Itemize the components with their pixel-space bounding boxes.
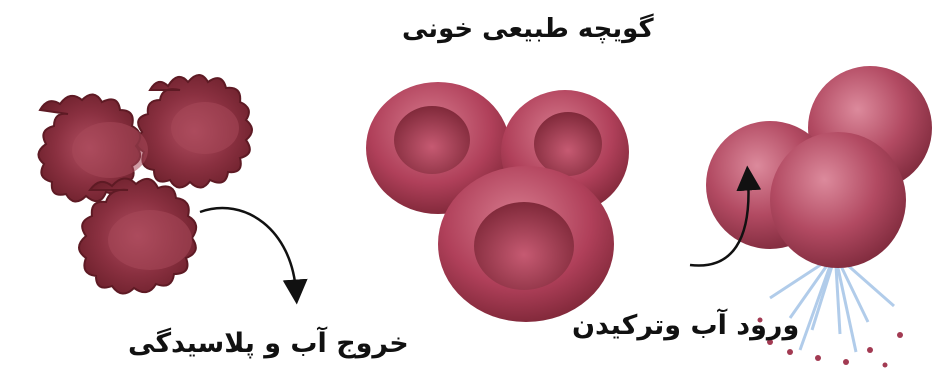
shrunken-cell-center bbox=[171, 102, 239, 154]
water-out-label: خروج آب و پلاسیدگی bbox=[128, 328, 409, 359]
normal-cells bbox=[366, 82, 629, 322]
cell-dimple bbox=[534, 112, 602, 176]
cell-dimple bbox=[394, 106, 470, 174]
shrunken-cell-center bbox=[108, 210, 192, 270]
shrunken-cell-center bbox=[72, 122, 148, 178]
water-out-arrow bbox=[200, 208, 296, 292]
water-in-label: ورود آب وترکیدن bbox=[572, 310, 799, 341]
swollen-cell-front bbox=[770, 132, 906, 268]
normal-cell-label: گویچه طبیعی خونی bbox=[402, 14, 654, 44]
shrunken-cells bbox=[38, 75, 296, 294]
cell-dimple bbox=[474, 202, 574, 290]
